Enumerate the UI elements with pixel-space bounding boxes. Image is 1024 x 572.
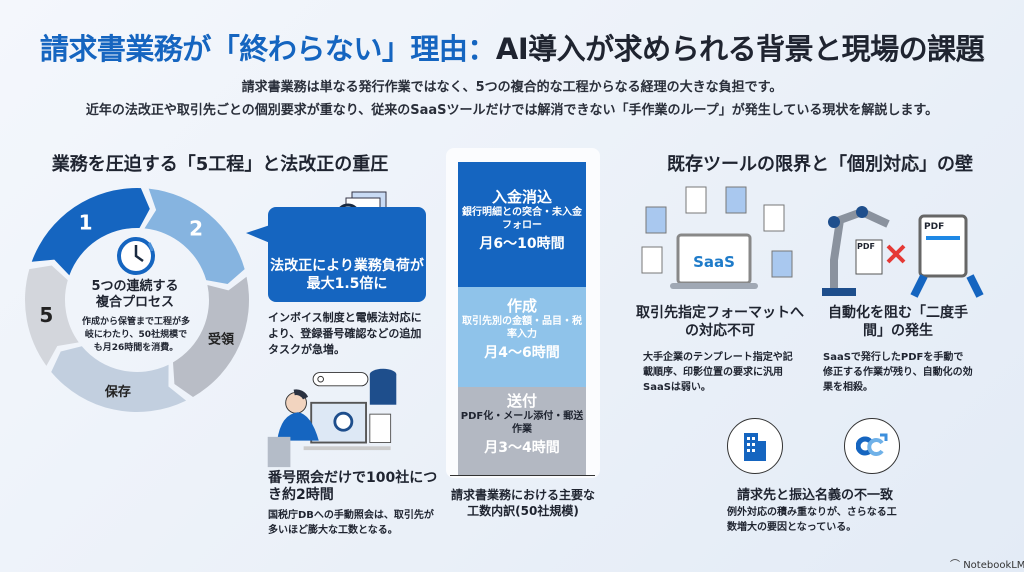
breakdown-bar: 作成取引先別の金額・品目・税率入力月4〜6時間	[458, 287, 586, 387]
card-1-title: 取引先指定フォーマットへの対応不可	[636, 305, 804, 339]
card-2-title: 自動化を阻む「二度手間」の発生	[828, 305, 968, 339]
card-3-desc: 例外対応の積み重なりが、さらなる工数増大の要因となっている。	[727, 507, 897, 533]
breakdown-hours: 月3〜4時間	[484, 440, 560, 456]
breakdown-desc: 取引先別の金額・品目・税率入力	[462, 316, 582, 340]
person-computer-database-icon	[262, 365, 402, 473]
callout-title: 法改正により業務負荷が最大1.5倍に	[270, 258, 424, 292]
cycle-segment-label: 1	[79, 211, 93, 235]
cycle-segment-label: 受領	[208, 331, 235, 347]
cycle-segment-label: 2	[189, 217, 203, 241]
cycle-segment-label: 5	[39, 303, 53, 327]
breakdown-desc: 銀行明細との突合・未入金フォロー	[462, 207, 582, 231]
breakdown-bar: 入金消込銀行明細との突合・未入金フォロー月6〜10時間	[458, 162, 586, 287]
lookup-title: 番号照会だけで100社につき約2時間	[268, 470, 438, 503]
title-main: AI導入が求められる背景と現場の課題	[495, 32, 985, 66]
building-icon	[727, 418, 783, 474]
breakdown-title: 入金消込	[491, 188, 552, 206]
pdf-label-robot: PDF	[857, 242, 875, 251]
left-heading: 業務を圧迫する「5工程」と法改正の重圧	[51, 154, 389, 175]
breakdown-title: 作成	[506, 297, 537, 315]
mismatch-arrows-icon	[844, 418, 900, 474]
subtitle-line-1: 請求書業務は単なる発行作業ではなく、5つの複合的な工程からなる経理の大きな負担で…	[241, 80, 783, 95]
cycle-segment	[144, 188, 245, 285]
card-2-desc: SaaSで発行したPDFを手動で修正する作業が残り、自動化の効果を相殺。	[823, 352, 973, 393]
title-highlight: 請求書業務が「終わらない」理由：	[39, 32, 497, 66]
saas-laptop-icon	[640, 185, 800, 299]
cycle-segment	[173, 276, 249, 397]
cycle-center-title: 5つの連続する複合プロセス	[70, 279, 200, 311]
breakdown-caption: 請求書業務における主要な工数内訳(50社規模)	[450, 488, 595, 518]
notebooklm-brand: ⌒ NotebookLM	[950, 556, 1024, 571]
law-change-callout: 法改正により業務負荷が最大1.5倍に	[246, 207, 426, 302]
clock-icon	[115, 235, 157, 281]
cycle-segment-label: 保存	[104, 384, 131, 400]
saas-label: SaaS	[693, 253, 735, 271]
breakdown-desc: PDF化・メール添付・郵送作業	[460, 411, 584, 435]
cycle-center-desc: 作成から保管まで工程が多岐にわたり、50社規模でも月26時間を消費。	[82, 317, 191, 353]
lookup-desc: 国税庁DBへの手動照会は、取引先が多いほど膨大な工数となる。	[268, 510, 434, 536]
breakdown-hours: 月4〜6時間	[484, 345, 560, 361]
breakdown-title: 送付	[506, 392, 537, 410]
robot-arm-tablet-icon	[820, 200, 1000, 304]
pdf-label-tablet: PDF	[924, 222, 945, 232]
callout-desc: インボイス制度と電帳法対応により、登録番号確認などの追加タスクが急増。	[268, 311, 422, 356]
card-3-title: 請求先と振込名義の不一致	[736, 488, 893, 503]
breakdown-hours: 月6〜10時間	[479, 236, 565, 252]
cycle-segment	[24, 265, 79, 366]
cycle-segment	[31, 188, 150, 276]
cycle-center-title-line2: 複合プロセス	[95, 295, 174, 310]
card-1-desc: 大手企業のテンプレート指定や記載順序、印影位置の要求に汎用SaaSは弱い。	[643, 352, 793, 393]
cycle-center-title-line1: 5つの連続する	[91, 279, 179, 294]
notebooklm-logo-icon: ⌒	[950, 560, 960, 571]
cycle-segment	[51, 346, 187, 413]
subtitle-line-2: 近年の法改正や取引先ごとの個別要求が重なり、従来のSaaSツールだけでは解消でき…	[85, 103, 939, 118]
page-title: 請求書業務が「終わらない」理由：AI導入が求められる背景と現場の課題	[0, 26, 1024, 68]
bar-baseline	[450, 475, 595, 476]
brand-label: NotebookLM	[963, 560, 1024, 571]
right-heading: 既存ツールの限界と「個別対応」の壁	[667, 154, 973, 175]
